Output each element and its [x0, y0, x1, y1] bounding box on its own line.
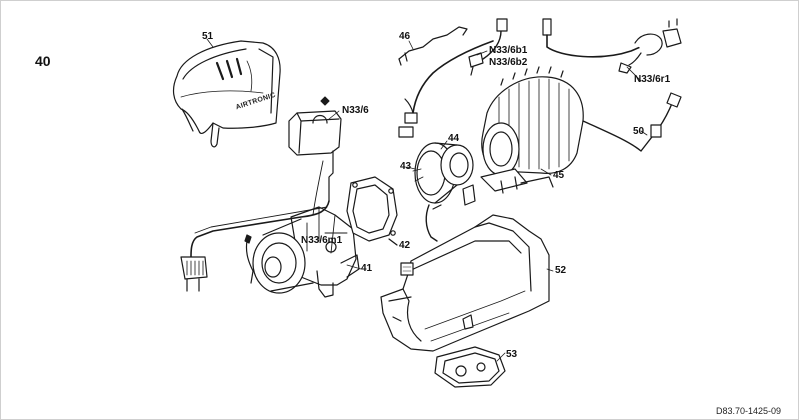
- callout-n33-6b1: N33/6b1: [489, 45, 528, 56]
- part-42-gasket: [346, 176, 398, 246]
- callout-46: 46: [399, 31, 411, 42]
- callout-42: 42: [399, 240, 411, 251]
- callout-n33-6r1: N33/6r1: [634, 74, 671, 85]
- callout-41: 41: [361, 263, 373, 274]
- part-n33-6m1-wire: [312, 160, 324, 216]
- part-n33-6-control-unit: [288, 96, 342, 202]
- figure-number: 40: [35, 53, 51, 69]
- callout-n33-6: N33/6: [342, 105, 369, 116]
- part-50-cable: [582, 92, 682, 152]
- document-reference-code: D83.70-1425-09: [716, 406, 782, 416]
- callout-53: 53: [506, 349, 518, 360]
- part-45-heat-exchanger: [480, 66, 584, 194]
- part-41-blower-motor: [252, 206, 360, 298]
- callout-44: 44: [448, 133, 460, 144]
- cable-harness-left: [180, 200, 330, 292]
- callout-52: 52: [555, 265, 567, 276]
- part-46-bracket: [398, 26, 468, 66]
- callout-n33-6b2: N33/6b2: [489, 57, 528, 68]
- callout-45: 45: [553, 170, 565, 181]
- part-51-cover: [172, 40, 281, 148]
- callout-n33-6m1: N33/6m1: [301, 235, 343, 246]
- part-53-seal: [434, 346, 506, 388]
- part-52-lower-shell: [380, 214, 550, 352]
- callout-43: 43: [400, 161, 412, 172]
- callout-50: 50: [633, 126, 645, 137]
- part-n33-6r1-sensor: [542, 18, 682, 74]
- part-44-burner: [412, 142, 474, 204]
- leader-lines: [206, 38, 648, 362]
- callout-51: 51: [202, 31, 214, 42]
- part-n33-6b-sensors: [398, 18, 508, 138]
- part-43-glow-pin: [425, 184, 476, 242]
